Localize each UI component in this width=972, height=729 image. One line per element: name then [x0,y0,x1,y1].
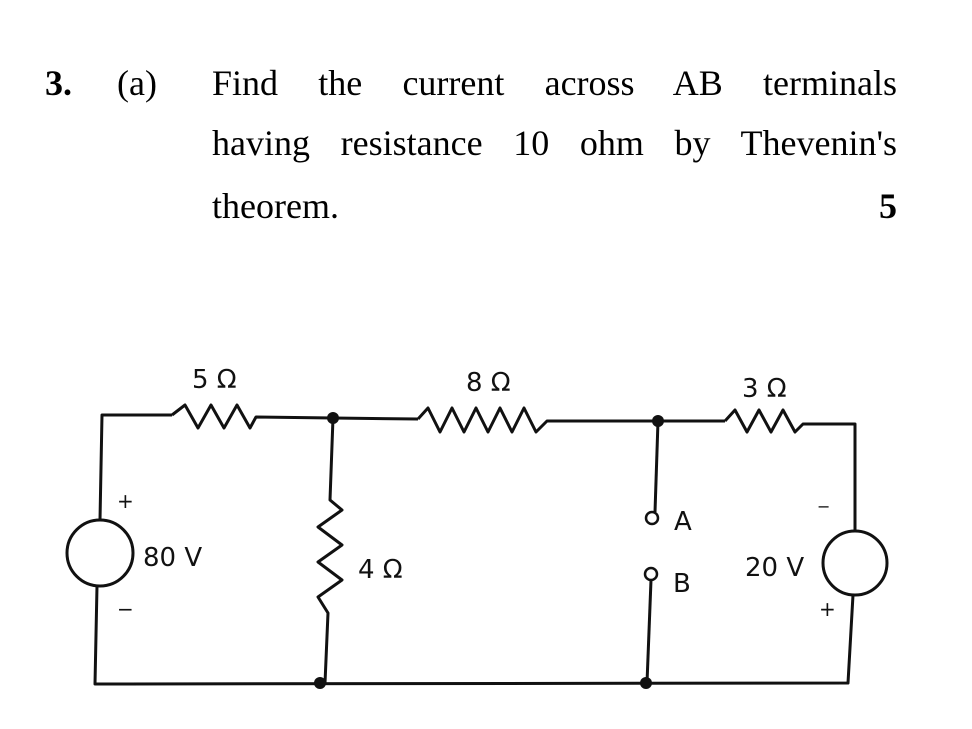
question-line-2: having resistance 10 ohm by Thevenin's [212,123,897,163]
label-5ohm: 5 Ω [192,365,237,395]
question-part: (a) [117,63,157,103]
question-line-1: Find the current across AB terminals [212,63,897,103]
resistor-5ohm [171,403,334,430]
label-4ohm: 4 Ω [358,555,403,585]
wire-top-mid [332,416,419,421]
question-line-3: theorem. [212,186,339,226]
label-8ohm: 8 Ω [466,368,511,398]
wire-right-bottom [93,585,855,686]
resistor-4ohm [316,417,344,684]
wire-from-b [645,579,653,684]
voltage-source-20v [821,529,889,597]
question-marks: 5 [879,186,897,226]
label-20v: 20 V [745,553,804,583]
resistor-3ohm [723,408,857,530]
terminal-b[interactable] [643,566,659,582]
minus-sign-right: − [817,497,830,516]
question-number: 3. [45,63,72,103]
label-80v: 80 V [143,543,202,573]
plus-sign-right: + [819,597,836,621]
wire-to-a [653,420,660,513]
node-top-right [652,415,664,427]
label-b: B [673,569,691,599]
label-a: A [674,507,692,537]
terminal-a[interactable] [644,510,660,526]
minus-sign-left: − [117,597,134,621]
label-3ohm: 3 Ω [742,374,787,404]
plus-sign-left: + [117,489,134,513]
node-bottom-left [314,677,326,689]
node-top-left [327,412,339,424]
wire-left [98,413,172,521]
resistor-8ohm [416,406,658,434]
voltage-source-80v [65,518,135,588]
node-bottom-right [640,677,652,689]
